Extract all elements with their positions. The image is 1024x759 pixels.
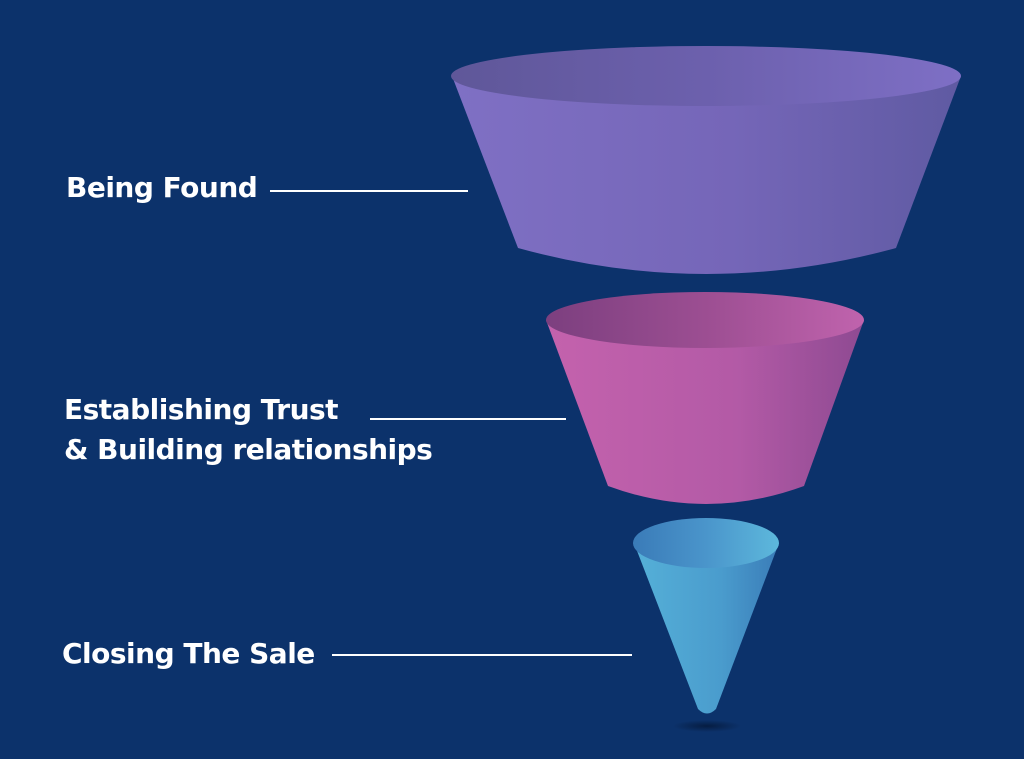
funnel-stage-1-rim: [451, 46, 961, 106]
funnel-stage-1-body: [452, 76, 961, 274]
stage-label-closing-the-sale: Closing The Sale: [62, 634, 315, 674]
stage-1-label-text: Being Found: [66, 171, 258, 204]
funnel-tip-shadow: [673, 720, 741, 732]
stage-label-establishing-trust: Establishing Trust & Building relationsh…: [64, 390, 433, 470]
stage-2-label-line-1: Establishing Trust: [64, 393, 339, 426]
funnel-stage-3-rim: [633, 518, 779, 568]
stage-3-label-text: Closing The Sale: [62, 637, 315, 670]
stage-1-leader-line: [270, 190, 468, 192]
stage-3-leader-line: [332, 654, 632, 656]
stage-label-being-found: Being Found: [66, 168, 258, 208]
stage-2-leader-line: [370, 418, 566, 420]
funnel-stage-2-body: [546, 320, 864, 504]
funnel-stage-3: [633, 518, 779, 732]
funnel-stage-2: [546, 292, 864, 504]
funnel-stage-2-rim: [546, 292, 864, 348]
funnel-stage-1: [451, 46, 961, 274]
funnel-stage-3-body: [634, 543, 779, 714]
stage-2-label-line-2: & Building relationships: [64, 433, 433, 466]
